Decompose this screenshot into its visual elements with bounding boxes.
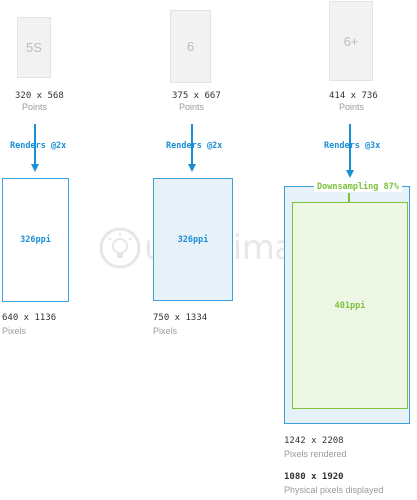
physical-pixel-dimensions: 1080 x 1920 xyxy=(284,472,344,482)
pixel-unit: Pixels xyxy=(153,326,178,336)
lightbulb-icon xyxy=(99,227,141,269)
pixel-screen-6: 326ppi xyxy=(153,178,233,301)
points-dimensions: 414 x 736 xyxy=(329,91,378,101)
points-dimensions: 320 x 568 xyxy=(15,91,64,101)
pixel-dimensions: 640 x 1136 xyxy=(2,313,57,323)
render-arrow-head xyxy=(346,170,354,178)
pixel-unit: Pixels xyxy=(2,326,27,336)
points-unit: Points xyxy=(179,102,205,112)
points-unit: Points xyxy=(339,102,365,112)
device-name: 6+ xyxy=(343,33,359,49)
render-arrow-head xyxy=(188,164,196,172)
render-arrow-line xyxy=(34,124,36,164)
render-label: Renders @2x xyxy=(166,141,223,151)
ppi-label: 326ppi xyxy=(177,234,209,245)
render-arrow-line xyxy=(191,124,193,164)
physical-pixels-screen: 401ppi xyxy=(292,202,408,409)
render-label: Renders @2x xyxy=(10,141,67,151)
device-6: 6 xyxy=(170,10,211,83)
rendered-pixel-unit: Pixels rendered xyxy=(284,449,347,459)
device-5s: 5S xyxy=(17,17,51,78)
downsampling-label: Downsampling 87% xyxy=(314,182,402,192)
pixel-dimensions: 750 x 1334 xyxy=(153,313,208,323)
device-name: 6 xyxy=(186,39,195,54)
points-dimensions: 375 x 667 xyxy=(172,91,221,101)
points-unit: Points xyxy=(22,102,48,112)
render-arrow-head xyxy=(31,164,39,172)
pixel-screen-5s: 326ppi xyxy=(2,178,69,302)
rendered-pixel-dimensions: 1242 x 2208 xyxy=(284,436,344,446)
ppi-label: 326ppi xyxy=(20,235,51,245)
render-arrow-line xyxy=(349,124,351,170)
ppi-label: 401ppi xyxy=(334,300,366,311)
render-label: Renders @3x xyxy=(324,141,381,151)
device-6-plus: 6+ xyxy=(329,1,373,81)
device-name: 5S xyxy=(26,40,42,55)
physical-pixel-unit: Physical pixels displayed xyxy=(284,485,384,495)
